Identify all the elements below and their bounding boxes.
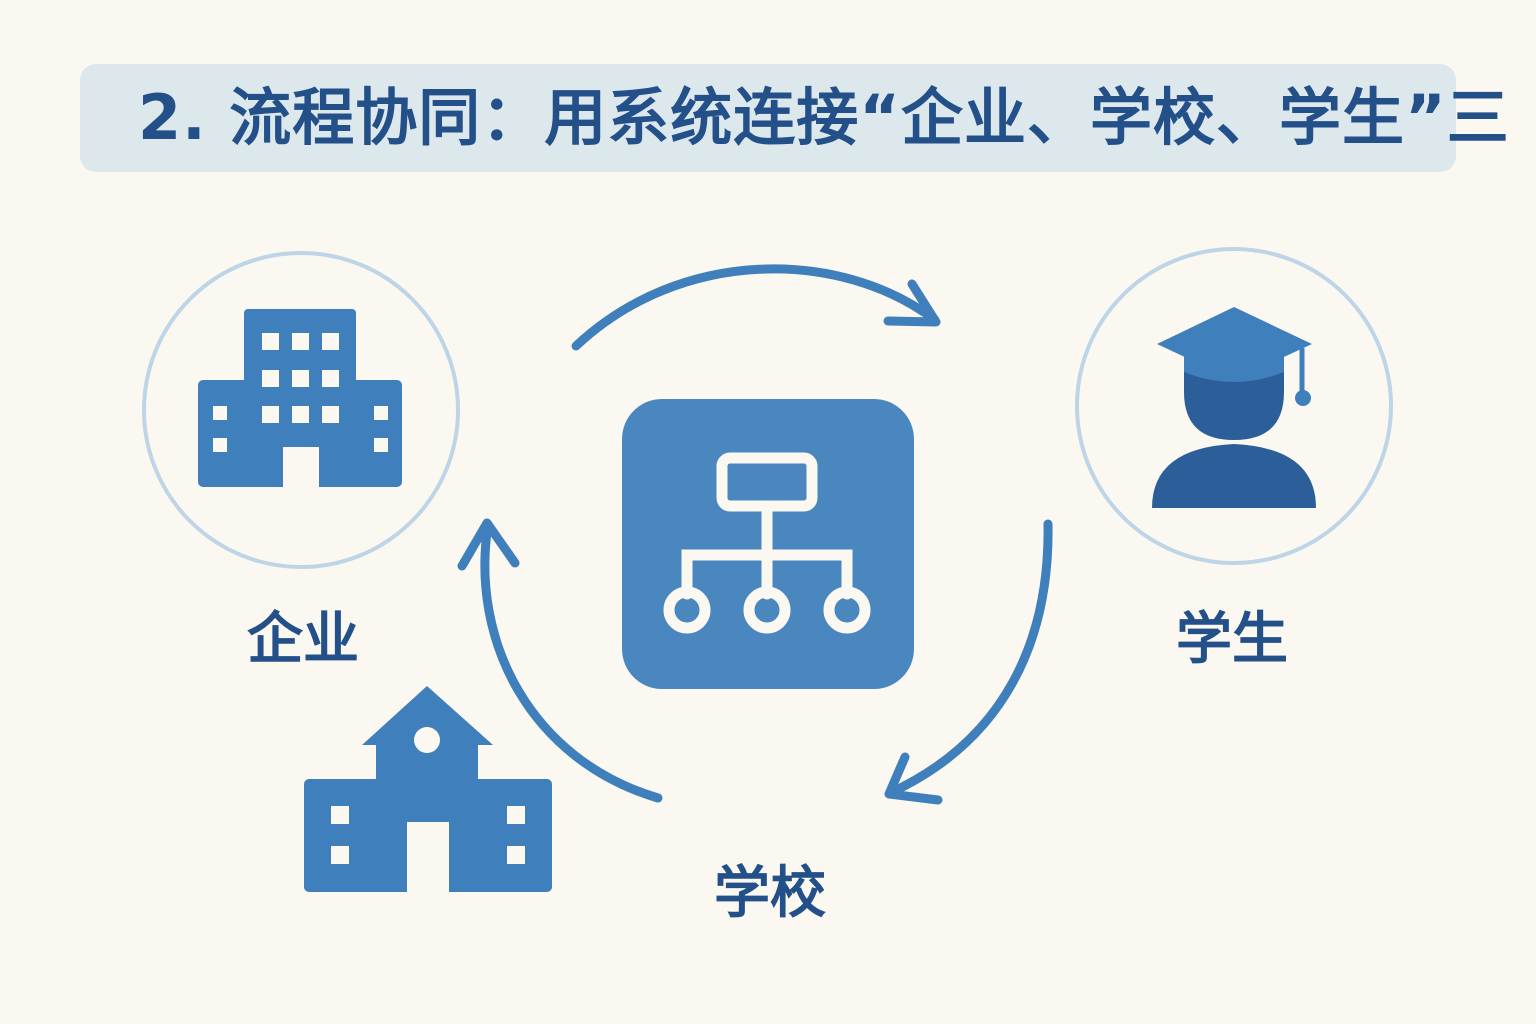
title-banner: 2. 流程协同：用系统连接“企业、学校、学生”三: [80, 64, 1509, 172]
page-title: 2. 流程协同：用系统连接“企业、学校、学生”三: [138, 81, 1510, 154]
arrow-enterprise-to-student: [571, 264, 940, 351]
school-label: 学校: [714, 861, 826, 926]
enterprise-label: 企业: [247, 607, 359, 672]
arrow-school-to-enterprise: [480, 520, 663, 803]
arrow-student-to-school: [885, 519, 1053, 798]
student-ring: [1075, 247, 1393, 565]
school-building-icon: [304, 686, 552, 892]
office-building-icon: [198, 309, 402, 487]
student-label: 学生: [1176, 607, 1288, 672]
enterprise-ring: [142, 251, 460, 569]
graduate-student-icon: [1152, 307, 1316, 508]
arrow-head-right: [884, 752, 943, 805]
arrow-head-left: [457, 518, 520, 571]
hierarchy-network-icon: [663, 452, 871, 634]
arrow-head-top: [883, 279, 941, 327]
